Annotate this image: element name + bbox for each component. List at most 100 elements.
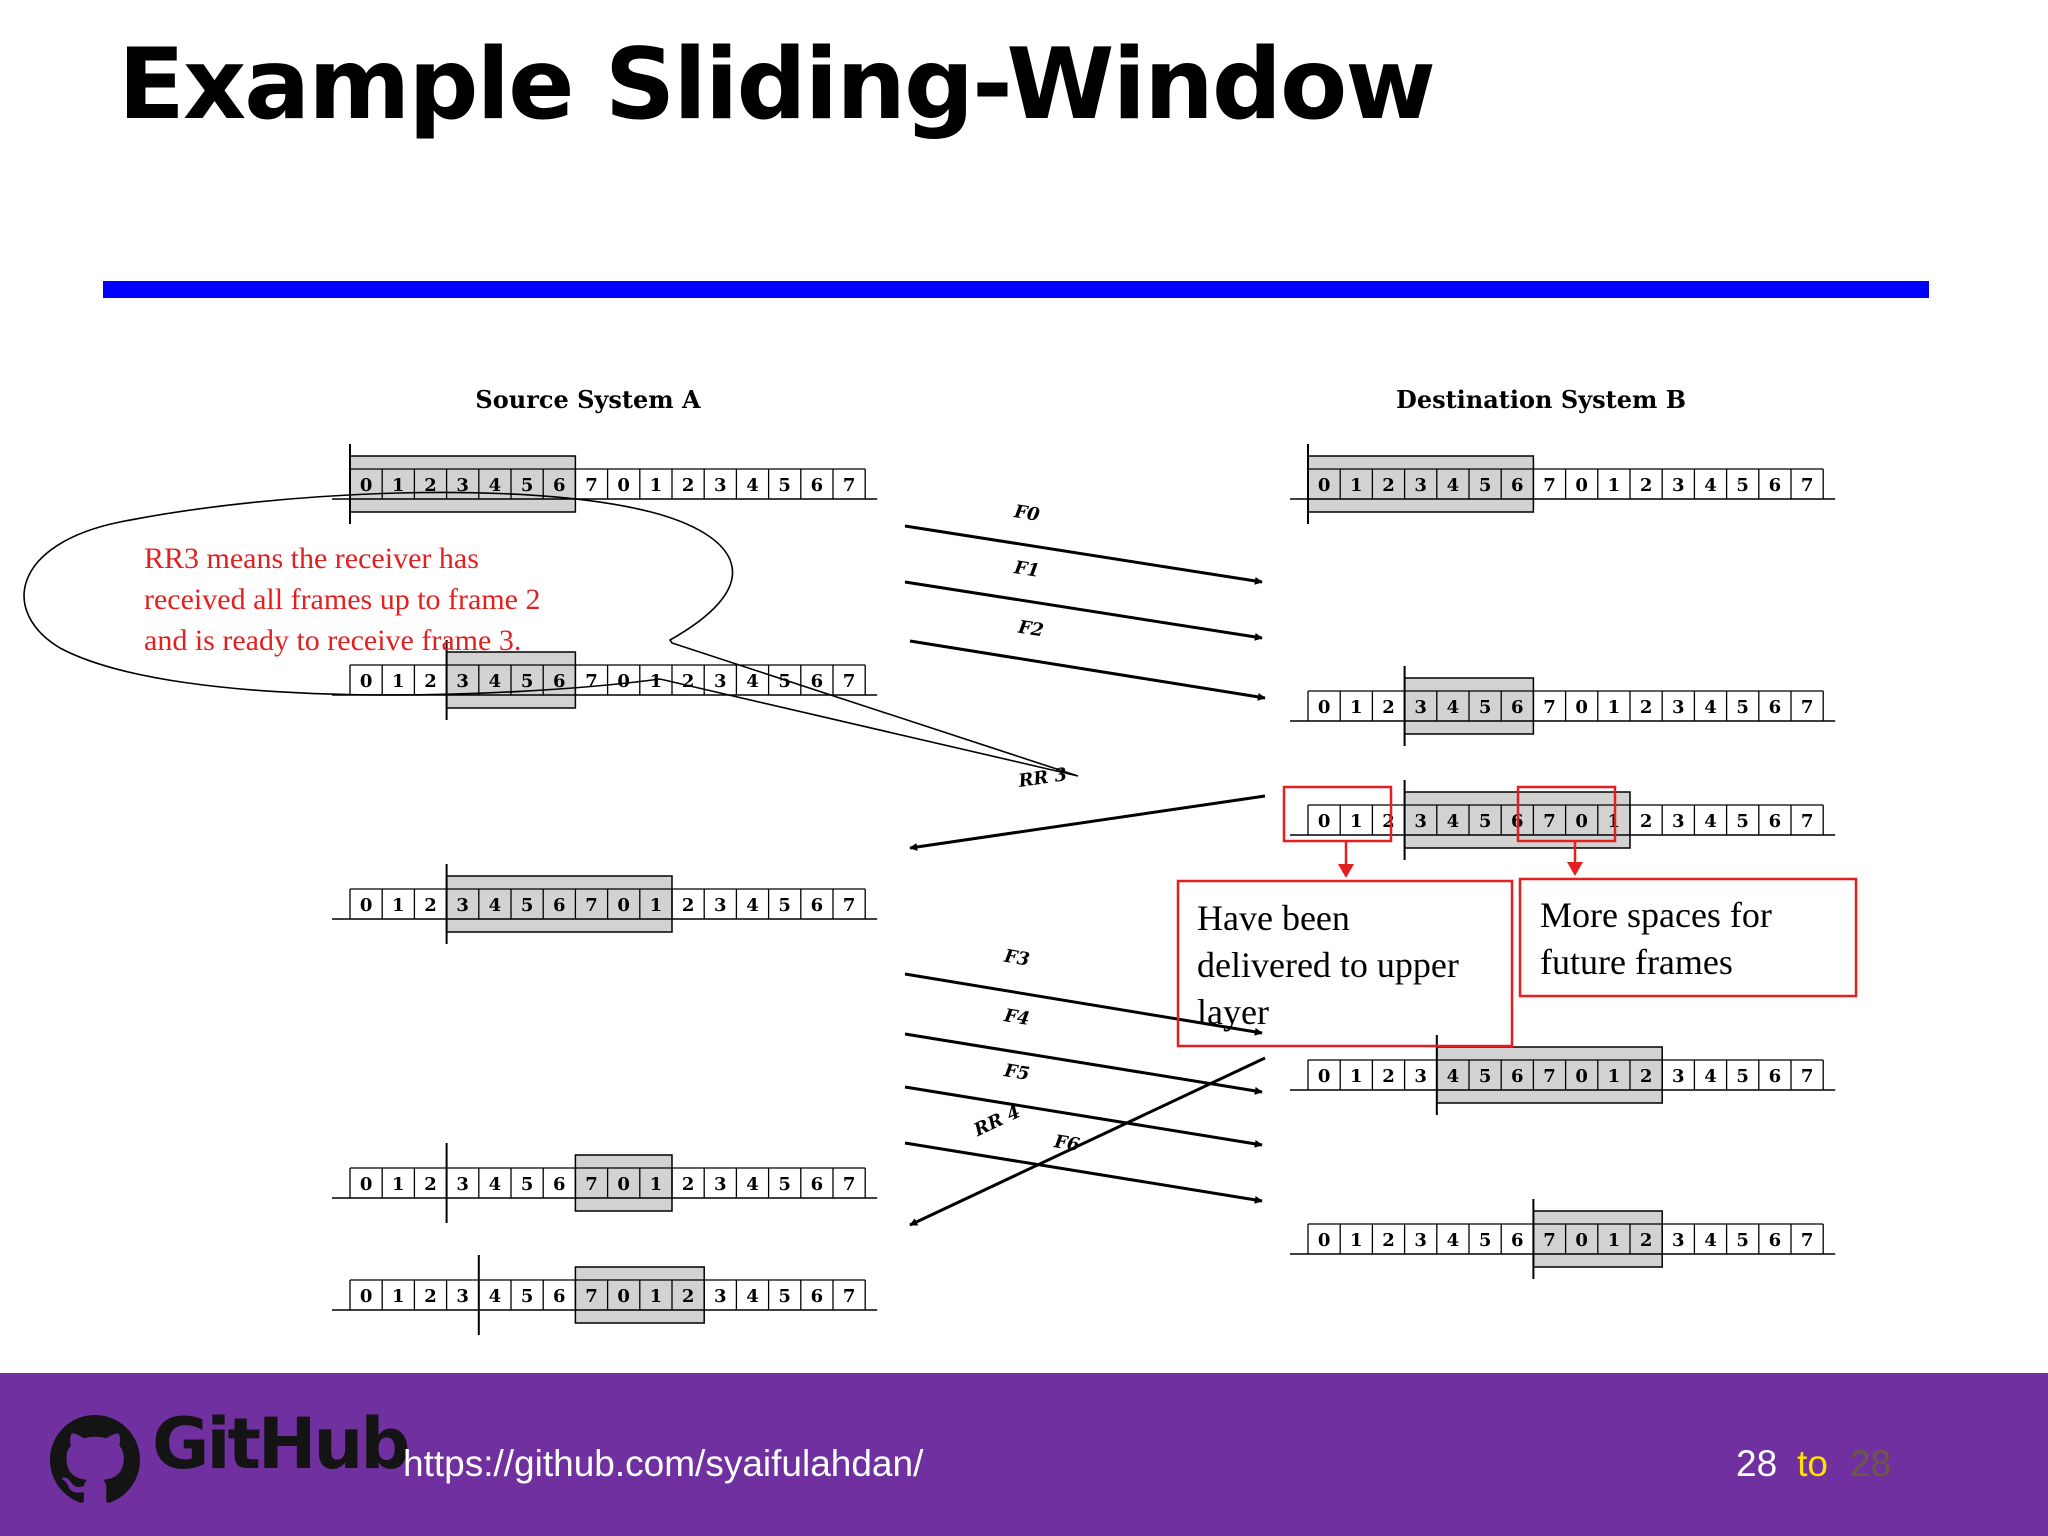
frame-number: 0 — [1575, 1230, 1588, 1251]
frame-number: 4 — [489, 1286, 502, 1307]
frame-number: 7 — [1543, 811, 1556, 832]
frame-number: 1 — [1350, 1230, 1363, 1251]
frame-number: 2 — [424, 895, 437, 916]
frame-number: 3 — [1672, 1066, 1685, 1087]
frame-number: 5 — [1736, 811, 1749, 832]
frame-number: 5 — [521, 1174, 534, 1195]
message-label: F5 — [1002, 1060, 1031, 1085]
frame-number: 5 — [1736, 475, 1749, 496]
sliding-window-box — [349, 455, 577, 513]
note-delivered-box — [1176, 879, 1514, 1048]
frame-number: 2 — [1382, 811, 1395, 832]
frame-number: 6 — [1769, 1066, 1782, 1087]
frame-number: 6 — [1769, 697, 1782, 718]
frame-number: 1 — [650, 1174, 663, 1195]
frame-number: 4 — [1447, 1230, 1460, 1251]
frame-number: 5 — [778, 1174, 791, 1195]
frame-number: 0 — [617, 895, 630, 916]
frame-number: 6 — [1769, 475, 1782, 496]
frame-number: 0 — [360, 1174, 373, 1195]
frame-number: 6 — [1511, 1066, 1524, 1087]
frame-number: 6 — [553, 1174, 566, 1195]
frame-number: 1 — [1608, 697, 1621, 718]
footer-url-link[interactable]: https://github.com/syaifulahdan/ — [403, 1443, 924, 1484]
message-label: RR 4 — [970, 1101, 1024, 1141]
frame-number: 4 — [1447, 697, 1460, 718]
frame-number: 2 — [424, 1286, 437, 1307]
frame-number: 4 — [746, 1174, 759, 1195]
frame-number: 3 — [1414, 1230, 1427, 1251]
message-label: F2 — [1016, 617, 1045, 642]
frame-number: 0 — [1318, 1230, 1331, 1251]
frame-number: 0 — [360, 671, 373, 692]
callout-text-line: and is ready to receive frame 3. — [144, 624, 521, 657]
frame-number: 5 — [1736, 1230, 1749, 1251]
frame-number: 1 — [650, 895, 663, 916]
frame-number: 6 — [553, 895, 566, 916]
frame-number: 6 — [1769, 811, 1782, 832]
message-ack-arrow: RR 4 — [909, 1056, 1266, 1227]
frame-number: 3 — [456, 671, 469, 692]
frame-number: 1 — [1350, 811, 1363, 832]
frame-number: 6 — [1511, 1230, 1524, 1251]
frame-number: 5 — [1736, 697, 1749, 718]
frame-number: 4 — [746, 475, 759, 496]
frame-number: 2 — [1382, 1230, 1395, 1251]
frame-number: 0 — [1575, 697, 1588, 718]
message-frame-arrow: F2 — [909, 617, 1266, 701]
frame-number: 3 — [1672, 1230, 1685, 1251]
github-octocat-icon — [50, 1415, 140, 1503]
frame-number: 2 — [682, 475, 695, 496]
message-label: F1 — [1012, 557, 1041, 582]
frame-number: 2 — [424, 475, 437, 496]
frame-number: 6 — [1511, 697, 1524, 718]
frame-number: 1 — [1350, 475, 1363, 496]
frame-number: 0 — [1318, 697, 1331, 718]
frame-number: 7 — [1801, 697, 1814, 718]
frame-number: 1 — [392, 1286, 405, 1307]
frame-number: 6 — [553, 1286, 566, 1307]
frame-number: 0 — [1575, 811, 1588, 832]
frame-number: 0 — [360, 475, 373, 496]
frame-number: 4 — [746, 1286, 759, 1307]
frame-number: 3 — [1414, 475, 1427, 496]
destination-system-label: Destination System B — [1396, 385, 1686, 414]
frame-number: 0 — [617, 671, 630, 692]
frame-number: 2 — [1640, 1066, 1653, 1087]
svg-text:Have been delivered to u: Have been delivered to upper layer — [1197, 898, 1468, 1032]
frame-number: 4 — [1447, 1066, 1460, 1087]
frame-number: 2 — [682, 1174, 695, 1195]
frame-number: 3 — [456, 475, 469, 496]
frame-number: 5 — [521, 475, 534, 496]
frame-number: 4 — [489, 895, 502, 916]
frame-number: 5 — [778, 671, 791, 692]
frame-number: 5 — [778, 895, 791, 916]
delivered-frames-highlight — [1282, 785, 1393, 843]
frame-number: 4 — [1704, 1066, 1717, 1087]
frame-number: 7 — [1543, 1066, 1556, 1087]
callout-text-line: received all frames up to frame 2 — [144, 583, 540, 616]
frame-number: 1 — [1608, 1230, 1621, 1251]
frame-number: 6 — [1769, 1230, 1782, 1251]
frame-number: 2 — [1382, 475, 1395, 496]
frame-number: 7 — [585, 1174, 598, 1195]
frame-number: 3 — [1672, 475, 1685, 496]
frame-number: 5 — [521, 895, 534, 916]
frame-number: 1 — [1350, 1066, 1363, 1087]
sliding-window-box — [445, 875, 673, 933]
frame-number: 0 — [1318, 811, 1331, 832]
note-future-box — [1518, 877, 1858, 998]
frame-number: 3 — [714, 1174, 727, 1195]
frame-number: 2 — [1640, 697, 1653, 718]
frame-number: 2 — [1640, 1230, 1653, 1251]
github-logo-text: GitHub — [152, 1403, 410, 1485]
frame-number: 5 — [778, 1286, 791, 1307]
message-ack-arrow: RR 3 — [909, 764, 1266, 851]
message-frame-arrow: F5 — [904, 1060, 1263, 1148]
